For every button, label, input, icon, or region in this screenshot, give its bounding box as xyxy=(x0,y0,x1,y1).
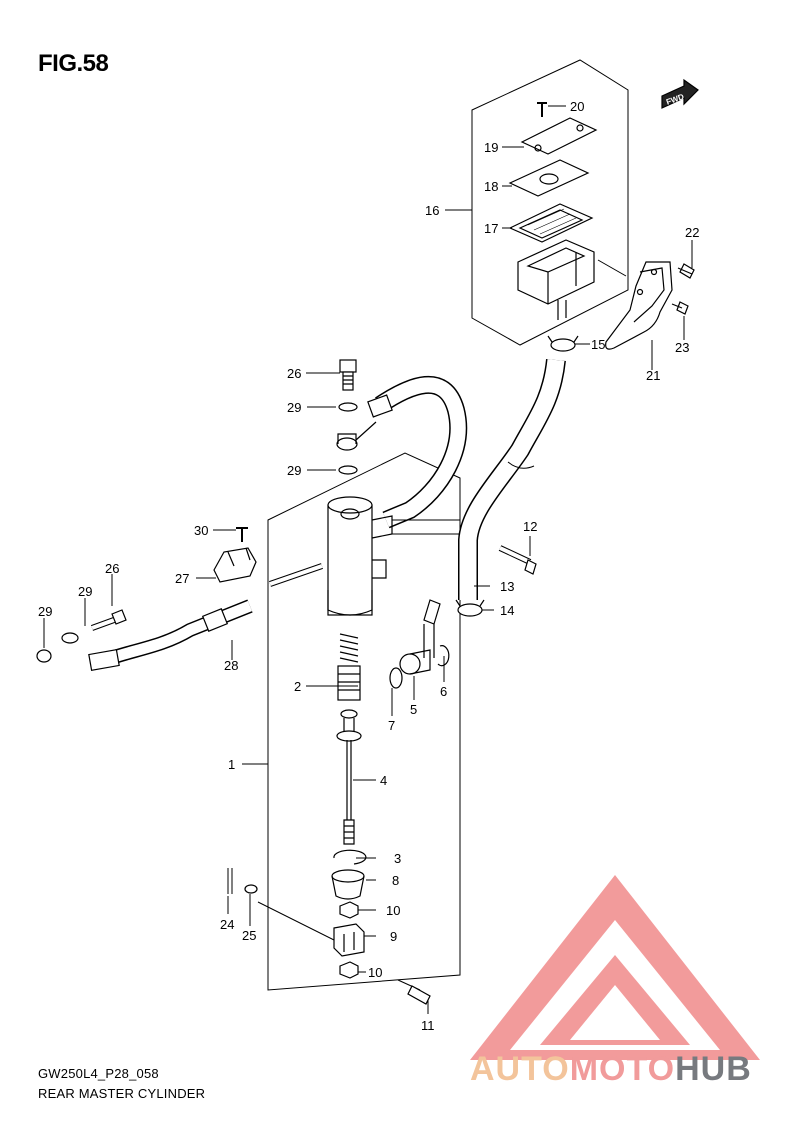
callout-21: 21 xyxy=(646,368,660,383)
bracket-bolt-upper xyxy=(677,263,695,279)
clamp-screw xyxy=(236,527,248,542)
callout-29-lower-b: 29 xyxy=(38,604,52,619)
bracket xyxy=(605,261,673,350)
callout-19: 19 xyxy=(484,140,498,155)
clevis xyxy=(333,923,365,957)
nut-lower xyxy=(339,961,359,979)
callout-27: 27 xyxy=(175,571,189,586)
reservoir-diaphragm xyxy=(508,203,594,243)
bracket-bolt-lower xyxy=(671,301,689,315)
callout-14: 14 xyxy=(500,603,514,618)
callout-2: 2 xyxy=(294,679,301,694)
callout-28: 28 xyxy=(224,658,238,673)
hose-clamp-upper xyxy=(547,335,579,352)
reservoir-cap xyxy=(520,117,598,155)
cotter-pin xyxy=(227,868,233,894)
master-cylinder-body xyxy=(327,496,460,616)
dust-boot xyxy=(331,869,365,900)
callout-10-lower: 10 xyxy=(368,965,382,980)
callout-13: 13 xyxy=(500,579,514,594)
figure-code: GW250L4_P28_058 xyxy=(38,1066,159,1081)
watermark-brand: AUTOMOTOHUB xyxy=(470,1050,752,1089)
piston-spring xyxy=(337,633,361,701)
callout-20: 20 xyxy=(570,99,584,114)
banjo-bolt-upper xyxy=(339,359,357,391)
mounting-bolt xyxy=(498,545,537,575)
reservoir-assembly-outline xyxy=(471,59,629,346)
lower-brake-hose xyxy=(88,599,253,672)
callout-6: 6 xyxy=(440,684,447,699)
callout-29-lower-a: 29 xyxy=(78,584,92,599)
hose-clamp-bracket xyxy=(213,547,257,583)
figure-name: REAR MASTER CYLINDER xyxy=(38,1086,206,1101)
callout-25: 25 xyxy=(242,928,256,943)
callout-26-lower: 26 xyxy=(105,561,119,576)
connector-circlip xyxy=(437,645,450,667)
hose-clamp-lower xyxy=(455,599,485,617)
callout-12: 12 xyxy=(523,519,537,534)
washer-upper-a xyxy=(338,402,358,412)
reservoir-hose xyxy=(458,358,566,600)
push-rod xyxy=(336,709,362,845)
fwd-arrow-icon xyxy=(661,78,699,109)
banjo-fitting xyxy=(336,421,377,451)
callout-1: 1 xyxy=(228,757,235,772)
washer-upper-b xyxy=(338,465,358,475)
brand-auto: AUTO xyxy=(470,1050,570,1088)
circlip xyxy=(333,849,367,865)
reservoir-cap-screw xyxy=(537,102,547,117)
clevis-bolt xyxy=(397,979,431,1005)
callout-29-upper-b: 29 xyxy=(287,463,301,478)
callout-15: 15 xyxy=(591,337,605,352)
pin-washer xyxy=(244,884,258,894)
callout-4: 4 xyxy=(380,773,387,788)
washer-lower-b xyxy=(36,649,52,663)
callout-30: 30 xyxy=(194,523,208,538)
banjo-bolt-lower xyxy=(90,609,127,631)
connector-body xyxy=(399,649,431,675)
connector xyxy=(423,599,441,658)
callout-24: 24 xyxy=(220,917,234,932)
leader-lines xyxy=(43,105,693,1014)
callout-8: 8 xyxy=(392,873,399,888)
figure-title: FIG.58 xyxy=(38,50,109,77)
callout-7: 7 xyxy=(388,718,395,733)
washer-lower-a xyxy=(61,632,79,644)
watermark-logo-icon xyxy=(470,875,760,1060)
callout-3: 3 xyxy=(394,851,401,866)
cylinder-assembly-outline xyxy=(267,452,461,991)
callout-11: 11 xyxy=(421,1018,435,1033)
callout-22: 22 xyxy=(685,225,699,240)
callout-23: 23 xyxy=(675,340,689,355)
callout-10-upper: 10 xyxy=(386,903,400,918)
callout-17: 17 xyxy=(484,221,498,236)
upper-brake-hose xyxy=(367,375,468,529)
nut-upper xyxy=(339,901,359,919)
reservoir-body xyxy=(517,239,627,320)
brand-moto: MOTO xyxy=(569,1050,676,1088)
callout-9: 9 xyxy=(390,929,397,944)
callout-18: 18 xyxy=(484,179,498,194)
callout-16: 16 xyxy=(425,203,439,218)
connector-o-ring xyxy=(389,667,403,689)
callout-29-upper-a: 29 xyxy=(287,400,301,415)
callout-5: 5 xyxy=(410,702,417,717)
reservoir-plate xyxy=(508,159,590,197)
brand-hub: HUB xyxy=(675,1050,752,1088)
callout-26-upper: 26 xyxy=(287,366,301,381)
